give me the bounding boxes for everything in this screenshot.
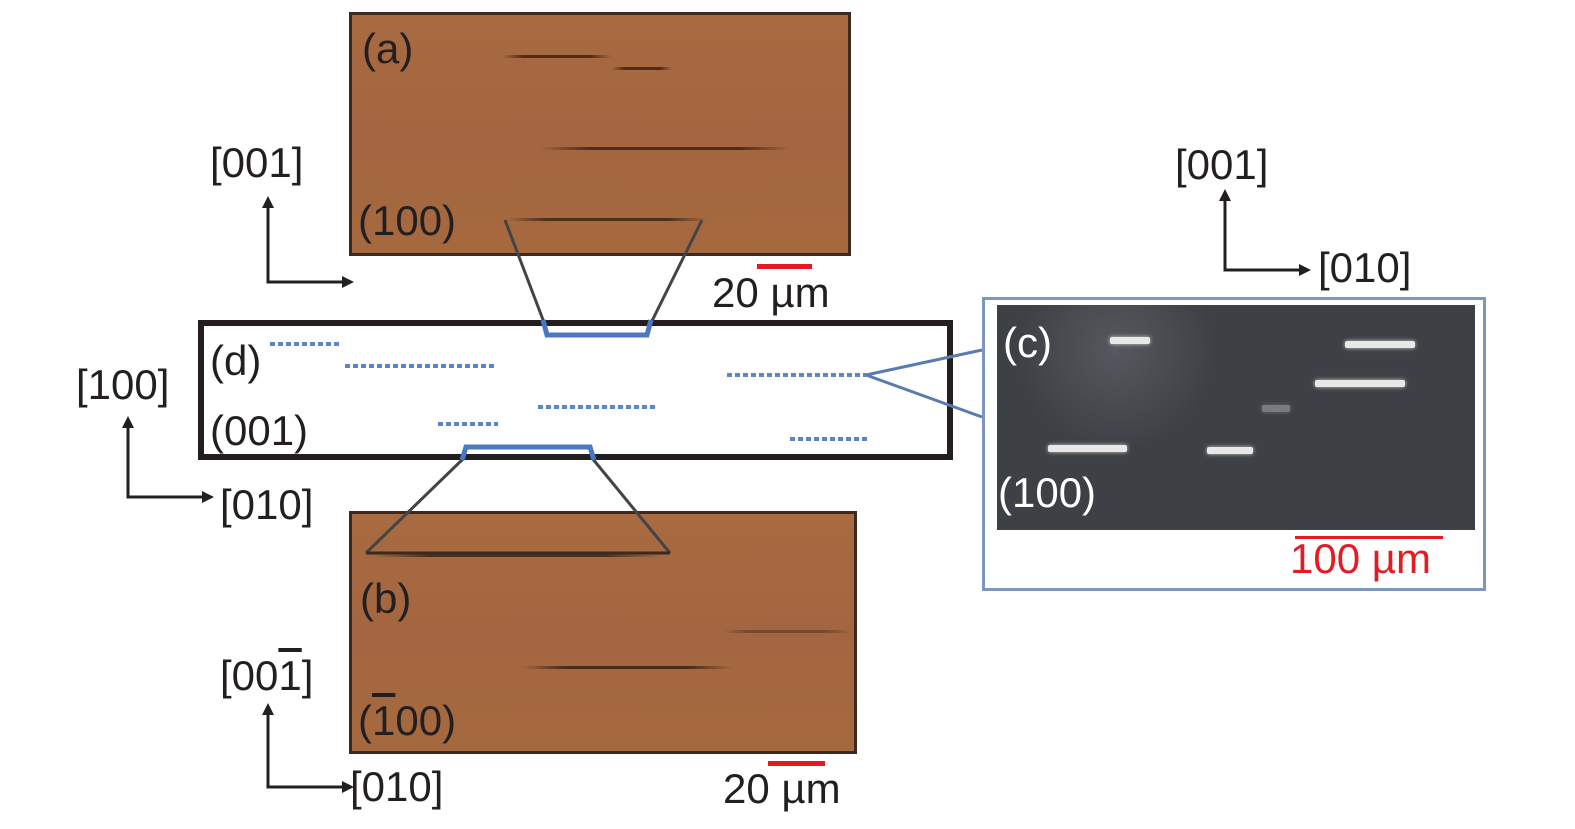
panel-c-label: (c) [1003,319,1052,366]
panel-c-face-label: (100) [998,469,1097,516]
panel-c-image [997,305,1475,530]
axis-d-horizontal-label: [010] [220,481,314,528]
axis-a-vertical-label: [001] [210,139,304,186]
rest: 00) [395,697,457,744]
bar-digit: 1 [372,697,396,744]
axis-b-vertical-label: [001] [220,655,313,697]
callout-line-upper [865,348,983,377]
arrow-head-icon [262,196,354,288]
paren: ( [358,697,372,744]
axes-c-arrows [1223,198,1302,272]
bar-digit: 1 [278,652,302,699]
axes-b-arrows [266,712,345,789]
panel-c-scale-label: 100 µm [1290,535,1431,582]
panel-a-label: (a) [362,25,414,72]
post: ] [301,652,314,699]
panel-a-image [349,12,851,256]
zoom-line-b-right [590,457,672,554]
panel-d-box [198,320,953,460]
axes-d-arrows [126,425,205,499]
panel-b-scale-bar [768,761,825,766]
pre: [00 [220,652,279,699]
arrow-head-icon [1219,189,1311,276]
panel-a-scale-bar [757,264,812,269]
region-marker-top [540,319,654,338]
panel-b-face-label: (100) [358,700,456,742]
axis-d-vertical-label: [100] [76,361,170,408]
panel-d-face-label: (001) [210,407,309,454]
zoom-line-a-left [503,219,547,326]
panel-c-scale-bar [1295,536,1443,539]
features-d [270,342,870,441]
axes-a-arrows [266,205,345,284]
panel-a-scale-label: 20 µm [712,269,830,316]
axis-c-horizontal-label: [010] [1318,244,1412,291]
axis-c-vertical-label: [001] [1175,141,1269,188]
zoom-line-a-right [648,219,704,326]
panel-d-label: (d) [210,337,262,384]
axis-b-horizontal-label: [010] [350,763,444,810]
arrow-head-icon [122,416,214,503]
panel-b-scale-label: 20 µm [723,765,841,812]
zoom-line-b-left [364,456,466,555]
arrow-head-icon [262,703,354,793]
callout-line-lower [865,373,983,419]
panel-a-face-label: (100) [358,197,457,244]
panel-b-label: (b) [360,575,412,622]
region-marker-bottom [459,444,597,461]
